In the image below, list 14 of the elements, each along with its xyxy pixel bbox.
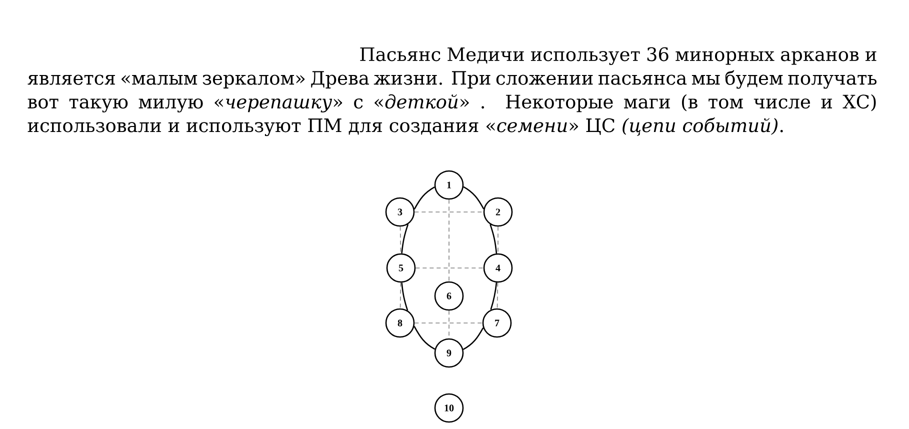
shell-outline [414,186,435,210]
shell-outline [401,282,408,311]
shell-outline [490,282,498,310]
shell-outline [462,327,484,350]
paragraph: Пасьянс Медичи использует 36 минорных арканов и является «малым зеркалом» Древа жизни. При сложении пасьянса мы будем получать вот такую милую «черепашку» с «деткой» . Некоторые маги (в том числе и ХС) использовали и используют ПМ для создания «семени» ЦС (цепи событий). [28,47,876,136]
dashed-line [400,282,402,309]
shell-outline [463,186,484,210]
shell-outline [401,224,409,254]
dashed-line [414,322,483,324]
shell-outline [414,326,436,350]
dashed-line [496,282,498,309]
dashed-line [400,226,402,254]
shell-outline [490,224,498,254]
dashed-line [448,199,450,282]
